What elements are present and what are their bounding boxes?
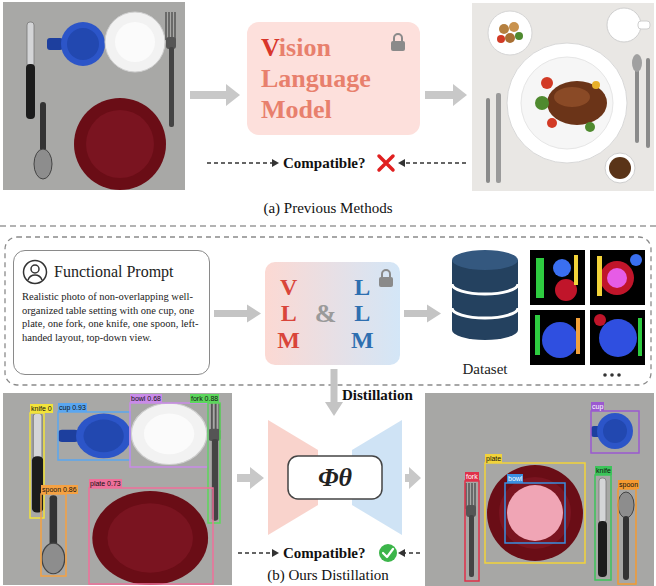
arrow-shaft — [404, 310, 429, 317]
prompt-box: Functional PromptRealistic photo of non-… — [13, 250, 210, 375]
model-symbol: Φθ — [318, 463, 352, 493]
arrow-head — [325, 402, 343, 416]
flow-arrow — [404, 305, 441, 323]
model-box: Vision Language Model — [247, 22, 420, 135]
model-name: Vision Language Model — [261, 32, 371, 126]
user-icon — [22, 259, 48, 285]
flow-arrow — [325, 369, 343, 416]
database: Dataset — [445, 248, 525, 378]
detection-label: plate 0.73 — [89, 479, 122, 488]
database-label: Dataset — [463, 360, 508, 378]
detection-label: bowl — [507, 474, 523, 483]
detection-label: spoon — [618, 480, 639, 489]
panel-caption: (a) Previous Methods — [228, 199, 428, 217]
arrow-head — [427, 305, 441, 323]
model-name: VLM — [277, 274, 301, 353]
detection-label: cup — [591, 402, 604, 411]
arrow-head — [247, 305, 261, 323]
detection-label: plate — [485, 454, 502, 463]
detection-label: fork 0.88 — [190, 394, 219, 403]
detection-label: cup 0.93 — [58, 403, 87, 412]
edge-label: Distillation — [342, 386, 413, 404]
model-name: LLM — [350, 274, 374, 353]
database-icon — [450, 248, 520, 344]
detection-label: knife — [595, 466, 612, 475]
flow-arrow — [214, 305, 261, 323]
detection-label: spoon 0.86 — [41, 485, 78, 494]
model-joiner: & — [315, 299, 337, 329]
detection-label: knife 0 — [30, 404, 53, 413]
detection-label: bowl 0.68 — [130, 394, 162, 403]
detection-label: fork — [465, 472, 479, 481]
question-text: Compatible? — [283, 544, 366, 562]
lock-icon — [390, 32, 406, 52]
arrow-shaft — [214, 310, 249, 317]
prompt-heading: Functional Prompt — [54, 259, 201, 285]
prompt-text: Realistic photo of non-overlapping well-… — [22, 290, 201, 345]
model-box: VLM&LLM — [265, 262, 400, 365]
student-model: Φθ — [268, 420, 402, 535]
arrow-shaft — [331, 369, 338, 404]
panel-caption: (b) Ours Distillation — [228, 566, 428, 584]
lock-icon — [378, 268, 394, 288]
question-text: Compatible? — [283, 154, 366, 172]
